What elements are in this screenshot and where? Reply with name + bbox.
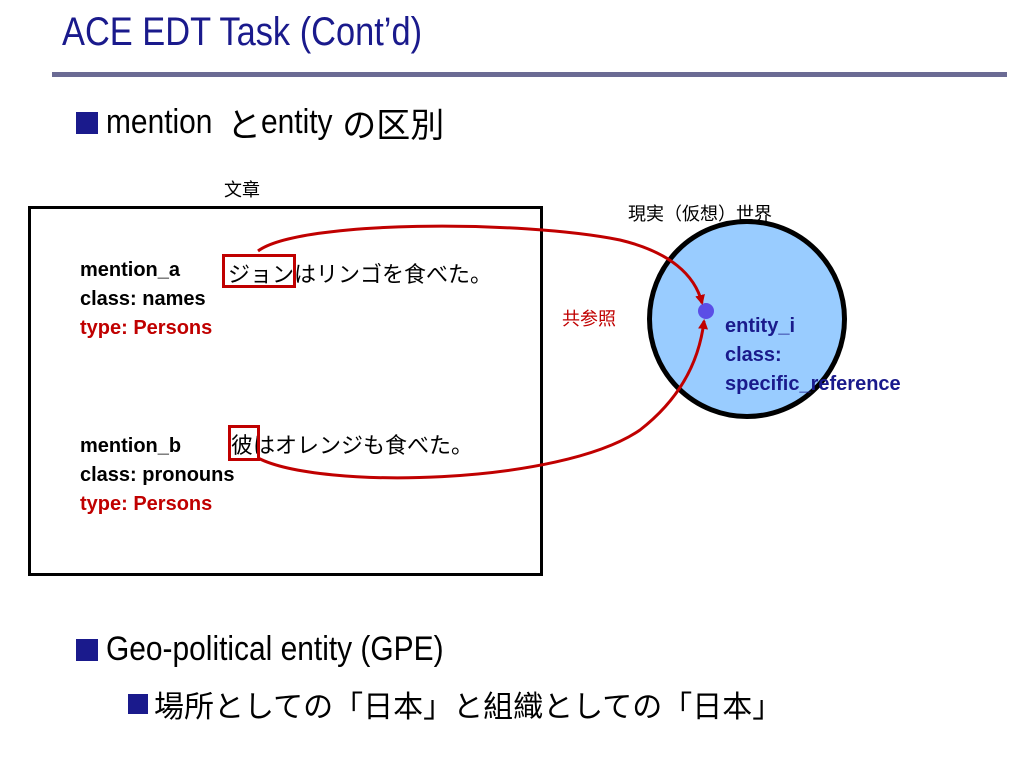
bullet-gpe: Geo-political entity (GPE) bbox=[76, 630, 490, 669]
sentence-a-rest: はリンゴを食べた。 bbox=[294, 263, 493, 288]
entity-dot bbox=[698, 303, 714, 319]
bullet1-entity: entity bbox=[260, 103, 333, 141]
sentence-b-highlight: 彼 bbox=[231, 434, 254, 459]
arrow-mention-b-to-entity bbox=[257, 319, 709, 480]
square-bullet-icon bbox=[76, 111, 98, 134]
entity-class-label: class: bbox=[725, 344, 782, 366]
document-label: 文章 bbox=[224, 180, 260, 201]
mention-b-highlight-box bbox=[228, 425, 260, 461]
square-bullet-icon bbox=[128, 694, 148, 714]
sentence-a-highlight: ジョン bbox=[228, 263, 295, 288]
entity-name: entity_i bbox=[725, 315, 796, 337]
mention-a-class: class: names bbox=[80, 288, 206, 310]
sub-bullet-japan: 場所としての「日本」と組織としての「日本」 bbox=[128, 682, 782, 726]
sub-bullet-text: 場所としての「日本」と組織としての「日本」 bbox=[154, 690, 783, 725]
slide-title: ACE EDT Task (Cont’d) bbox=[62, 10, 423, 54]
bullet-mention-entity: mention と entity の区別 bbox=[76, 98, 444, 147]
title-divider bbox=[52, 72, 1007, 77]
sentence-b-rest: はオレンジも食べた。 bbox=[253, 434, 474, 459]
mention-b-type: type: Persons bbox=[80, 493, 213, 515]
mention-a-info: mention_a class: names type: Persons bbox=[80, 256, 212, 343]
bullet1-conj: と bbox=[226, 106, 261, 146]
coreference-label: 共参照 bbox=[562, 309, 616, 330]
entity-info: entity_i class: specific_reference bbox=[725, 312, 901, 399]
mention-a-name: mention_a bbox=[80, 259, 181, 281]
bullet1-prefix: mention bbox=[106, 103, 213, 141]
arrow-mention-a-to-entity bbox=[257, 224, 705, 305]
mention-b-class: class: pronouns bbox=[80, 464, 235, 486]
bullet2-text: Geo-political entity (GPE) bbox=[106, 630, 444, 668]
entity-class-value: specific_reference bbox=[725, 373, 901, 395]
sentence-a: ジョンはリンゴを食べた。 bbox=[228, 257, 492, 289]
mention-b-info: mention_b class: pronouns type: Persons bbox=[80, 432, 234, 519]
mention-a-type: type: Persons bbox=[80, 317, 213, 339]
sentence-b: 彼はオレンジも食べた。 bbox=[231, 428, 473, 460]
mention-a-highlight-box bbox=[222, 254, 296, 288]
bullet1-suffix: の区別 bbox=[342, 106, 445, 146]
mention-b-name: mention_b bbox=[80, 435, 182, 457]
square-bullet-icon bbox=[76, 638, 98, 661]
document-box bbox=[28, 206, 543, 576]
